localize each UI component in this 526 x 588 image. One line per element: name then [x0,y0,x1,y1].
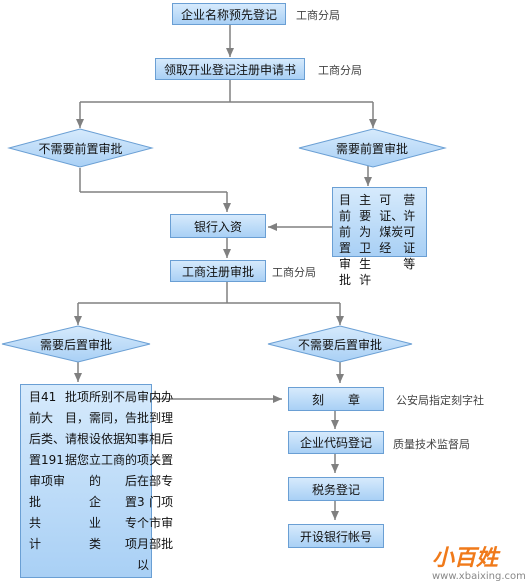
watermark-logo-text: 小百姓 [432,546,499,571]
pre-approval-note-line: 营许可证等 [403,193,416,271]
bank-account-box: 开设银行帐号 [288,524,384,548]
pre-approval-note-line: 可证、煤炭经 [379,193,404,255]
post-approval-note-line: 41大类、191项审 [41,390,66,488]
post-approval-note-line: 所需设立的企业类 [89,390,102,551]
post-approval-note-line: 局告知的后置专项 [125,390,138,551]
post-approval-note-line: 办理后置专项审批 [161,390,174,551]
post-approval-note-line: 审批事项在3个月以 [137,390,150,572]
pre-approval-note-line: 主要为卫生许 [359,193,372,287]
org-code-box: 企业代码登记 [288,431,384,454]
no-post-approval-label: 不需要后置审批 [297,338,382,352]
get-forms-box: 领取开业登记注册申请书 [155,58,305,80]
diamond-no-pre-approval [7,128,154,168]
post-approval-note-line: 目前后置审批共计 [29,390,42,551]
post-approval-note-line: 别不同，依据工商 [101,390,126,467]
watermark-url: www.xbaixing.com [432,571,526,582]
engrave-seal-note: 公安局指定刻字社 [396,394,484,407]
engrave-seal-box: 刻 章 [288,387,384,411]
name-registration-box: 企业名称预先登记 [172,3,286,25]
post-approval-note-line: 内到相关部门市部 [149,390,162,551]
business-approval-note: 工商分局 [272,266,316,279]
watermark-logo: 小百姓 [432,540,498,572]
no-pre-approval-label: 不需要前置审批 [38,142,123,156]
diamond-need-pre-approval [298,128,447,168]
post-approval-note-box: 目前后置审批共计 41大类、191项审 批项目，请根据您 所需设立的企业类 别不… [20,384,173,578]
diamond-no-post-approval [267,325,413,363]
pre-approval-note-box: 目前前置审批 主要为卫生许 可证、煤炭经 营许可证等 [332,187,427,287]
tax-registration-box: 税务登记 [288,477,384,501]
bank-deposit-box: 银行入资 [170,214,266,238]
diamond-need-post-approval [1,325,151,363]
org-code-note: 质量技术监督局 [393,438,470,451]
pre-approval-note-line: 目前前置审批 [339,193,352,287]
name-registration-note: 工商分局 [296,9,340,22]
post-approval-note-line: 批项目，请根据您 [65,390,90,467]
need-pre-approval-label: 需要前置审批 [335,142,408,156]
business-approval-box: 工商注册审批 [170,260,266,282]
get-forms-note: 工商分局 [318,64,362,77]
need-post-approval-label: 需要后置审批 [39,338,112,352]
